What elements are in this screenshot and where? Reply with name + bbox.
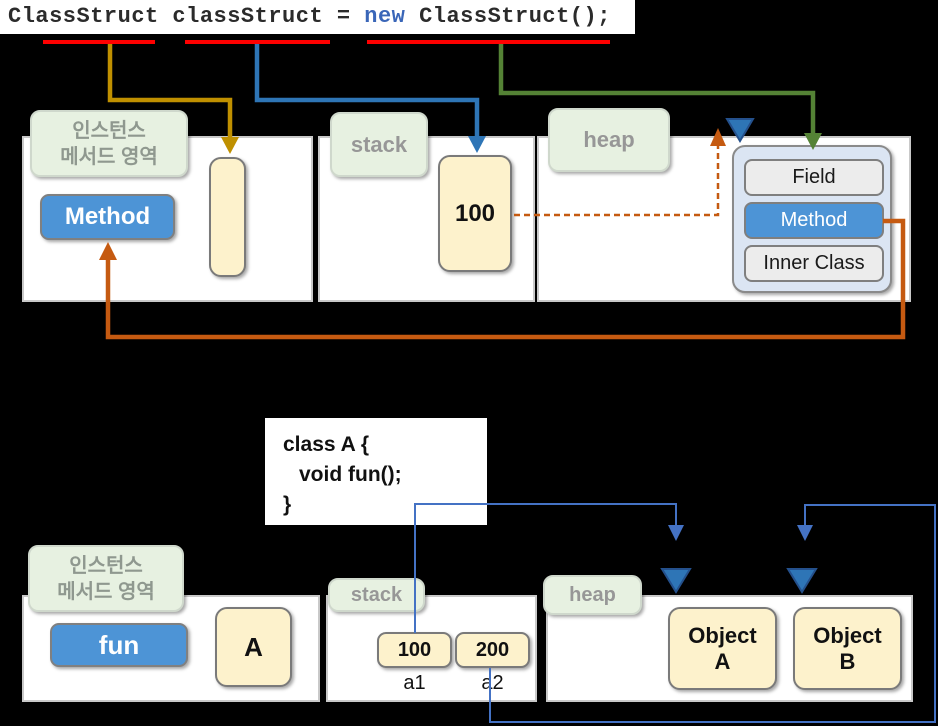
- heap-label-text: heap: [583, 127, 635, 152]
- class-a-text: A: [244, 631, 263, 662]
- value-a1-text: 100: [397, 638, 432, 661]
- code-keyword-new: new: [364, 4, 406, 29]
- fun-box-text: fun: [98, 629, 140, 660]
- inner-class-text: Inner Class: [763, 252, 865, 274]
- class-a-box: A: [215, 607, 292, 687]
- stack-value-a1-box: 100: [377, 632, 452, 668]
- top-stack-value-box: 100: [438, 155, 512, 272]
- heap-marker-triangle-object-b: [786, 568, 818, 594]
- instance-label2-line2: 메서드 영역: [57, 580, 155, 603]
- code-line-classstruct: ClassStruct classStruct = new ClassStruc…: [0, 0, 635, 34]
- top-heap-label: heap: [548, 108, 670, 172]
- field-member-box: Field: [744, 159, 884, 196]
- bottom-stack-label: stack: [328, 578, 425, 612]
- method-box-text: Method: [64, 203, 151, 230]
- code-after-new: ClassStruct();: [405, 4, 611, 29]
- field-text: Field: [792, 166, 836, 188]
- object-a-word: Object: [688, 622, 757, 648]
- top-instance-area-label: 인스턴스 메서드 영역: [30, 110, 188, 177]
- stack-value-text: 100: [454, 199, 496, 227]
- stack-label-text: stack: [350, 131, 408, 157]
- bottom-heap-label: heap: [543, 575, 642, 615]
- code-a-line1: class A {: [283, 433, 369, 456]
- instance-label2-line1: 인스턴스: [69, 554, 143, 577]
- object-a-letter: A: [714, 648, 731, 674]
- var-label-a1: a1: [403, 672, 426, 694]
- var-label-a2: a2: [481, 672, 504, 694]
- code-a-line3: }: [283, 493, 292, 516]
- top-method-box: Method: [40, 194, 175, 240]
- stack-value-a2-box: 200: [455, 632, 530, 668]
- value-a2-text: 200: [475, 638, 510, 661]
- code-before-new: ClassStruct classStruct =: [8, 4, 365, 29]
- heap-label2-text: heap: [569, 583, 616, 606]
- code-a-line2: void fun();: [299, 463, 402, 486]
- object-b-word: Object: [813, 622, 882, 648]
- bottom-instance-area-label: 인스턴스 메서드 영역: [28, 545, 184, 612]
- heap-class-object-box: Field Method Inner Class: [732, 145, 892, 293]
- heap-object-b-box: Object B: [793, 607, 902, 690]
- object-b-letter: B: [839, 648, 856, 674]
- stack-label2-text: stack: [350, 583, 403, 606]
- fun-box: fun: [50, 623, 188, 667]
- method-member-text: Method: [780, 209, 848, 231]
- instance-label-line1: 인스턴스: [72, 119, 146, 142]
- instance-label-line2: 메서드 영역: [60, 145, 158, 168]
- top-stack-label: stack: [330, 112, 428, 177]
- heap-object-a-box: Object A: [668, 607, 777, 690]
- inner-class-member-box: Inner Class: [744, 245, 884, 282]
- heap-marker-triangle-object-a: [660, 568, 692, 594]
- code-block-class-a: class A { void fun(); }: [265, 418, 487, 525]
- top-empty-reference-box: [209, 157, 246, 277]
- method-member-box: Method: [744, 202, 884, 239]
